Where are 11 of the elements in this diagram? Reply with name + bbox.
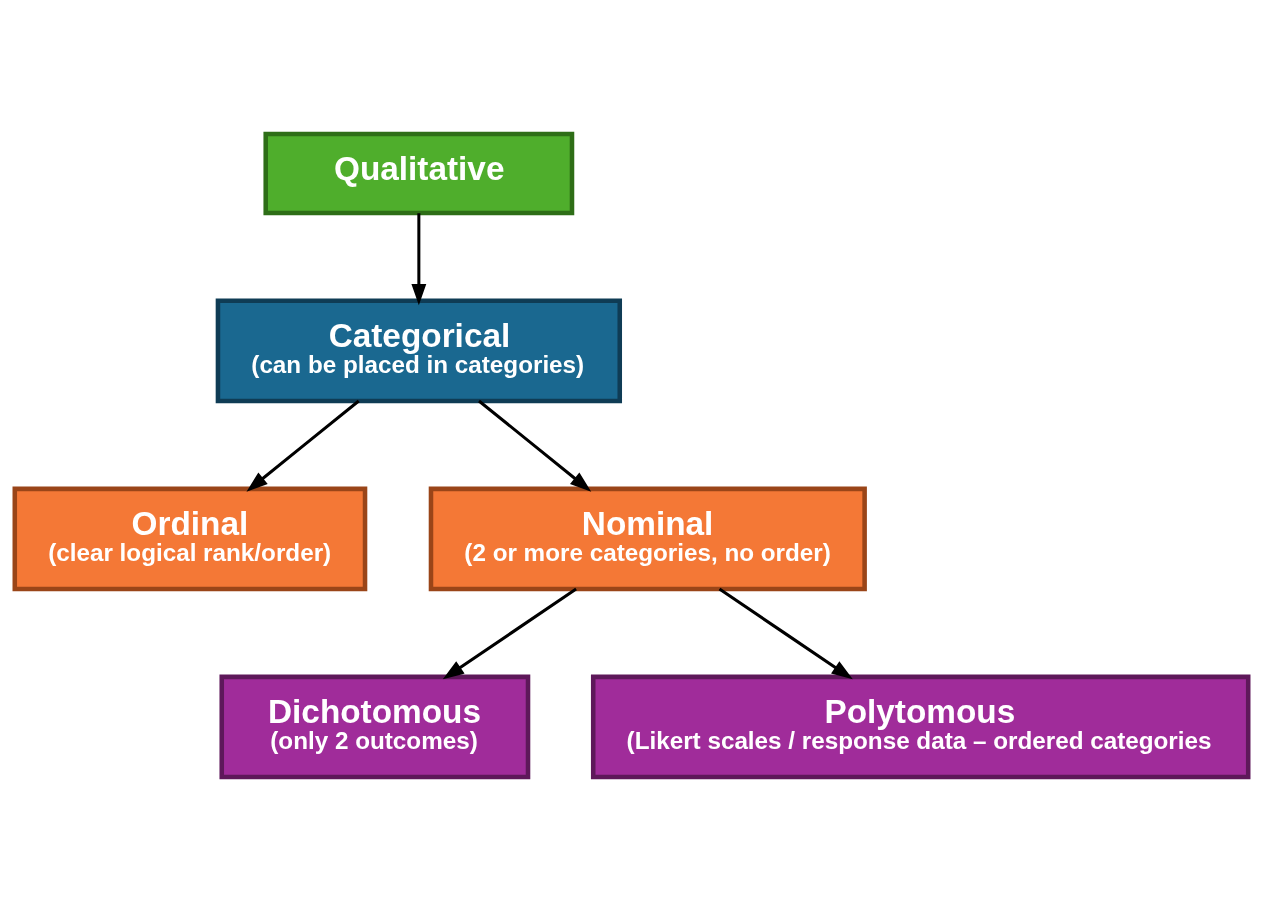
arrow <box>442 587 577 679</box>
node-box: Categorical (can be placed in categories) <box>215 298 623 403</box>
node-box: Ordinal (clear logical rank/order) <box>12 486 368 591</box>
arrow <box>246 399 360 492</box>
node-box: Polytomous (Likert scales / response data – ordered categories <box>590 674 1251 779</box>
arrow <box>411 212 427 305</box>
arrow <box>478 399 592 492</box>
node-box: Nominal (2 or more categories, no order) <box>428 486 867 591</box>
arrow <box>718 587 853 679</box>
node-box: Dichotomous (only 2 outcomes) <box>219 674 531 779</box>
node-box: Qualitative <box>263 131 575 215</box>
